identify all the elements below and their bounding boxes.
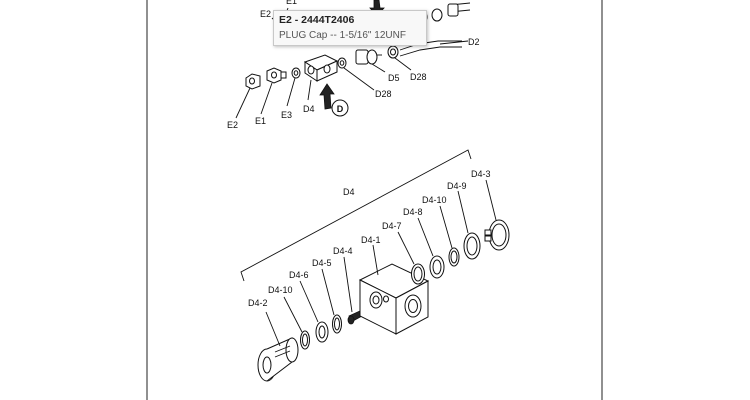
ring-d4-8[interactable] (429, 255, 445, 279)
label-d4-group: D4 (343, 187, 355, 197)
part-tooltip: E2 - 2444T2406 PLUG Cap -- 1-5/16" 12UNF (273, 10, 427, 46)
callout-d[interactable]: D (331, 99, 349, 117)
label-d2: D2 (468, 37, 480, 47)
block-d4-1[interactable] (358, 263, 430, 335)
callout-d-label: D (337, 104, 344, 114)
label-d4-10-b: D4-10 (422, 195, 447, 205)
snap-ring-d4-3[interactable] (484, 219, 510, 251)
label-d4-9: D4-9 (447, 181, 467, 191)
label-e1: E1 (255, 116, 266, 126)
label-d4-6: D4-6 (289, 270, 309, 280)
ring-d4-5[interactable] (332, 314, 342, 334)
ring-d4-6[interactable] (315, 321, 329, 343)
block-d4[interactable] (303, 54, 339, 82)
ring-e3[interactable] (291, 67, 301, 79)
ring-d4-10-left[interactable] (300, 330, 310, 350)
label-e2: E2 (227, 120, 238, 130)
label-e1-top: E1 (286, 0, 297, 6)
ring-d28-left[interactable] (337, 57, 347, 69)
cap-e2[interactable] (245, 73, 261, 90)
label-d4-3: D4-3 (471, 169, 491, 179)
arrow-up-icon (319, 83, 335, 110)
hose-d2[interactable] (399, 40, 462, 51)
fitting-e1[interactable] (266, 67, 287, 84)
label-d4-upper: D4 (303, 104, 315, 114)
tooltip-description: PLUG Cap -- 1-5/16" 12UNF (279, 30, 406, 41)
label-d4-5: D4-5 (312, 258, 332, 268)
label-d4-10-a: D4-10 (268, 285, 293, 295)
ring-d28-right[interactable] (387, 45, 399, 59)
fitting-top-3[interactable] (447, 3, 459, 17)
label-e2-top: E2 (260, 9, 271, 19)
label-d28-a: D28 (410, 72, 427, 82)
fitting-top-2[interactable] (431, 8, 443, 22)
label-d4-1: D4-1 (361, 235, 381, 245)
group-bracket (240, 149, 472, 282)
ring-d4-7[interactable] (411, 263, 425, 285)
label-d4-2: D4-2 (248, 298, 268, 308)
label-d5: D5 (388, 73, 400, 83)
d4-exploded-group: D4 D4-2 D4-10 D4-6 (240, 149, 510, 382)
ring-d4-10-right[interactable] (448, 247, 460, 267)
label-d4-4: D4-4 (333, 246, 353, 256)
upper-assembly: D E1 E2 (227, 0, 480, 130)
label-d28-b: D28 (375, 89, 392, 99)
label-d4-7: D4-7 (382, 221, 402, 231)
ring-d4-9[interactable] (463, 232, 481, 260)
label-d4-8: D4-8 (403, 207, 423, 217)
tooltip-title: E2 - 2444T2406 (279, 14, 355, 26)
label-e3: E3 (281, 110, 292, 120)
fitting-d5[interactable] (355, 49, 382, 65)
part-d4-2[interactable] (257, 337, 299, 382)
